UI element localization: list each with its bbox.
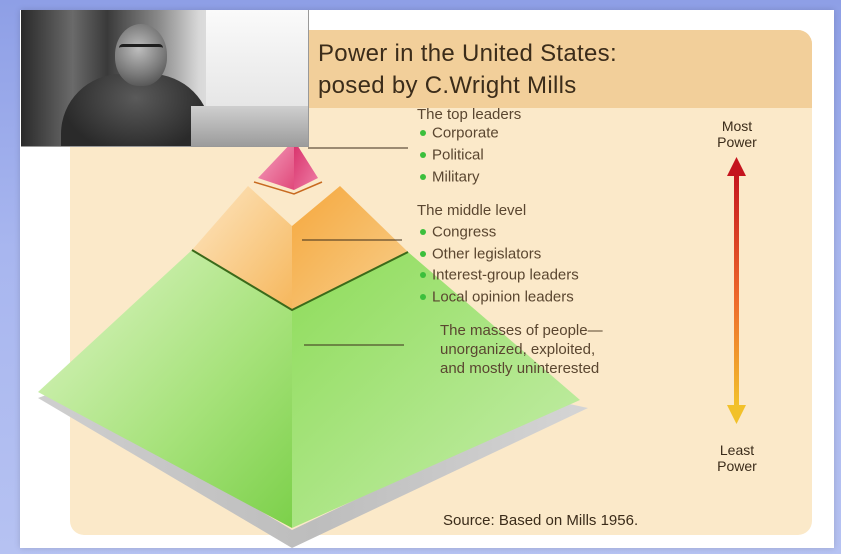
least-power-label: Least Power xyxy=(707,442,767,474)
most-power-label: Most Power xyxy=(707,118,767,150)
bullet-dot-icon xyxy=(420,293,426,300)
figure-title-line-1: Power in the United States: xyxy=(318,40,617,67)
middle-level-item: Local opinion leaders xyxy=(420,288,574,306)
bottom-level-line: unorganized, exploited, xyxy=(440,341,596,358)
bullet-dot-icon xyxy=(420,250,426,257)
bullet-dot-icon xyxy=(420,173,426,180)
top-tier-bottom-edge xyxy=(253,181,323,195)
most-power-label-line-1: Most xyxy=(721,118,753,134)
middle-level-item: Other legislators xyxy=(420,245,541,263)
pyramid-bottom-tier-left-face xyxy=(38,250,292,528)
bullet-dot-icon xyxy=(420,228,426,235)
top-level-item: Corporate xyxy=(420,124,499,142)
middle-level-item: Congress xyxy=(420,223,496,241)
power-scale-arrow xyxy=(727,157,746,424)
middle-level-item-label: Congress xyxy=(432,223,497,241)
portrait-photo-icon xyxy=(21,10,309,147)
least-power-label-line-2: Power xyxy=(717,458,757,474)
figure-title-line-2: posed by C.Wright Mills xyxy=(318,72,577,99)
bullet-dot-icon xyxy=(420,271,426,278)
middle-level-item: Interest-group leaders xyxy=(420,266,579,284)
middle-level-item-label: Interest-group leaders xyxy=(432,266,579,284)
top-level-item-label: Military xyxy=(432,168,480,186)
most-power-label-line-2: Power xyxy=(717,134,757,150)
top-level-item-label: Political xyxy=(432,146,484,164)
pyramid-middle-tier-right-face xyxy=(292,186,408,310)
middle-level-item-label: Local opinion leaders xyxy=(432,288,574,306)
middle-level-heading: The middle level xyxy=(417,202,527,219)
top-level-item: Political xyxy=(420,146,484,164)
middle-level-item-label: Other legislators xyxy=(432,245,542,263)
top-level-heading: The top leaders xyxy=(417,106,522,123)
top-level-item: Military xyxy=(420,168,480,186)
pyramid-top-tier-right-face xyxy=(294,140,318,190)
pyramid-middle-tier-left-face xyxy=(192,186,292,310)
bottom-level-line: and mostly uninterested xyxy=(440,360,600,377)
pyramid-bottom-tier-right-face xyxy=(292,252,580,528)
bullet-dot-icon xyxy=(420,129,426,136)
bottom-level-line: The masses of people— xyxy=(440,322,603,339)
top-level-item-label: Corporate xyxy=(432,124,499,142)
bullet-dot-icon xyxy=(420,151,426,158)
pyramid-top-tier-left-face xyxy=(258,140,294,190)
source-caption: Source: Based on Mills 1956. xyxy=(443,512,639,529)
least-power-label-line-1: Least xyxy=(719,442,755,458)
middle-tier-bottom-edge xyxy=(191,249,409,312)
